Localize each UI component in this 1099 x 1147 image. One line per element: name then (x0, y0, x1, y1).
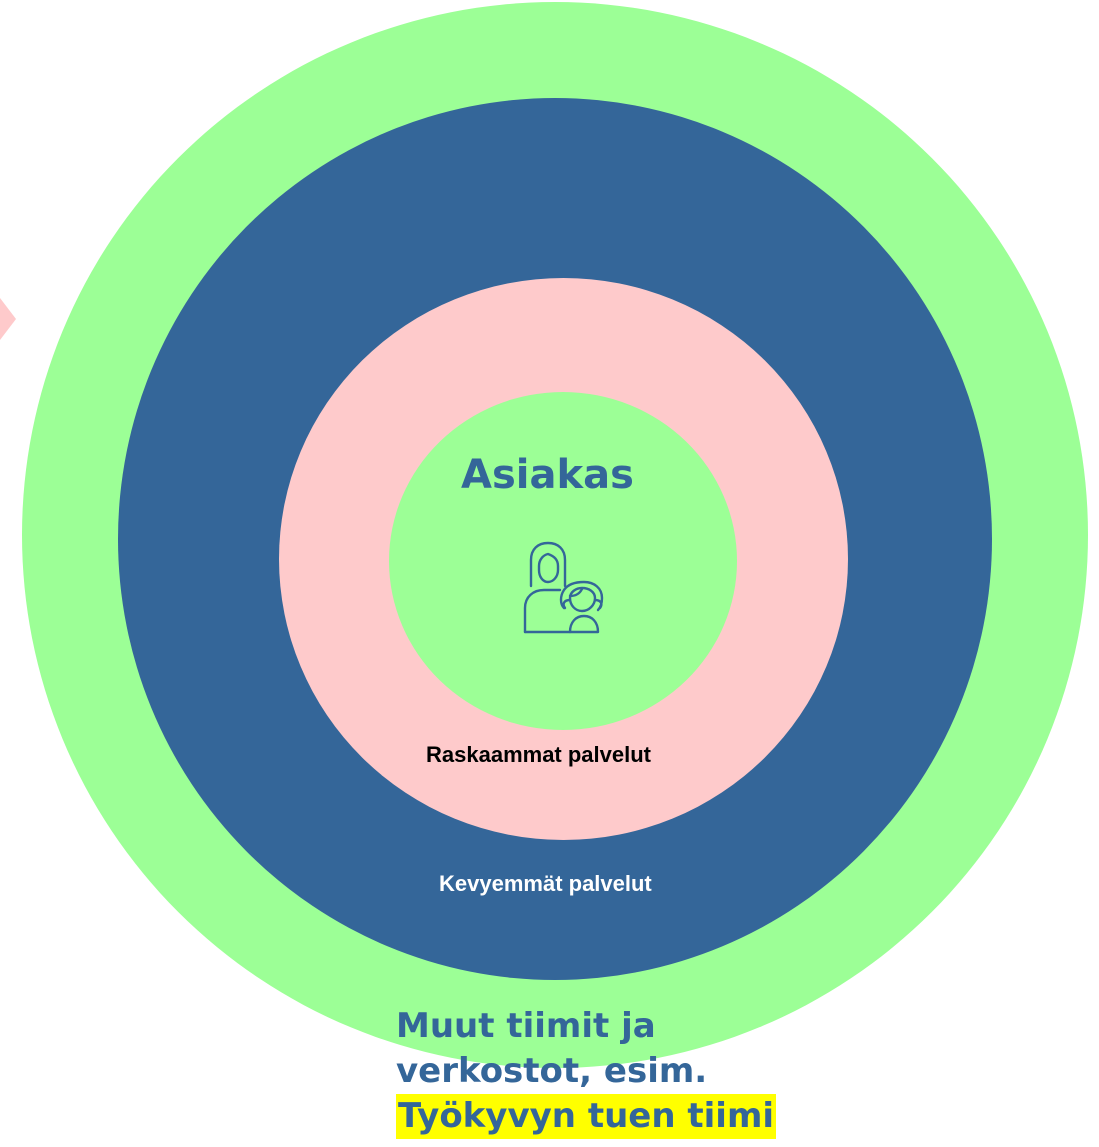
other-teams-line-1: Muut tiimit ja (396, 1006, 656, 1046)
client-title: Asiakas (461, 452, 634, 498)
parent-and-child-icon (523, 541, 604, 634)
heavy-services-label: Raskaammat palvelut (426, 742, 651, 767)
client-core-circle (389, 392, 737, 730)
other-teams-line-3-highlighted: Työkyvyn tuen tiimi (396, 1094, 777, 1139)
edge-decoration (0, 298, 16, 340)
light-services-label: Kevyemmät palvelut (439, 871, 652, 896)
other-teams-line-2: verkostot, esim. (396, 1051, 708, 1091)
other-teams-label: Muut tiimit ja verkostot, esim. Työkyvyn… (396, 1004, 777, 1139)
